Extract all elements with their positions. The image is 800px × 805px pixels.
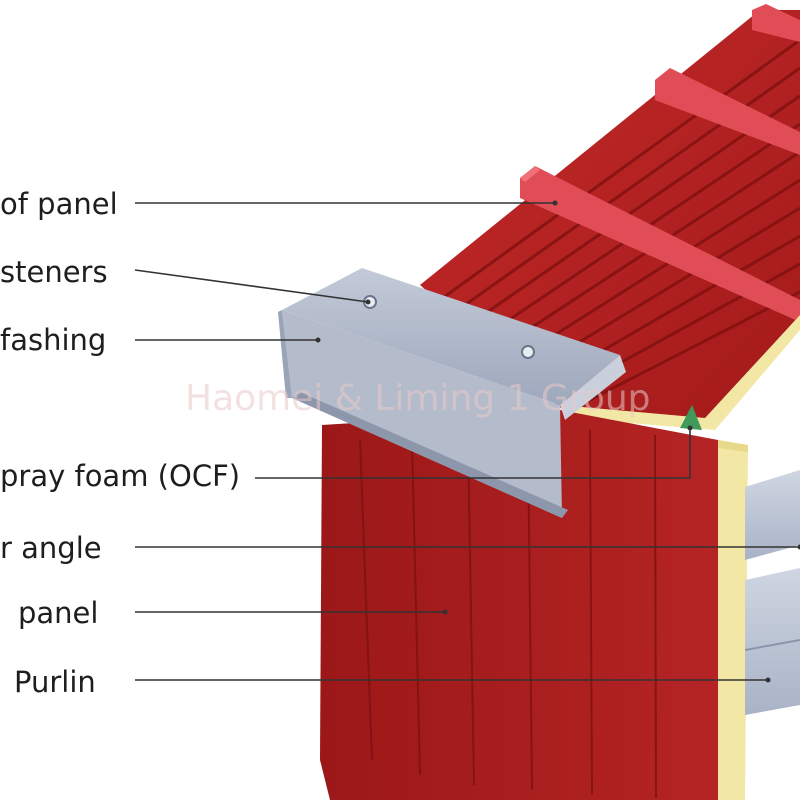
wall-foam-core <box>718 440 748 800</box>
label-spray-foam: pray foam (OCF) <box>0 462 240 491</box>
label-roof-panel: of panel <box>0 190 118 219</box>
leader-dot-flashing <box>316 338 321 343</box>
label-angle: r angle <box>0 534 102 563</box>
leader-dot-fasteners <box>366 300 371 305</box>
purlins <box>745 470 800 715</box>
watermark: Haomei & Liming 1 Group <box>185 378 651 419</box>
fastener-2 <box>522 346 534 358</box>
label-flashing: fashing <box>0 326 106 355</box>
label-fasteners: steners <box>0 258 108 287</box>
leader-dot-spray-foam <box>688 426 693 431</box>
leader-dot-wall-panel <box>443 610 448 615</box>
leader-dot-roof-panel <box>553 201 558 206</box>
label-purlin: Purlin <box>14 668 96 697</box>
label-wall-panel: panel <box>18 599 98 628</box>
leader-dot-purlin <box>766 678 771 683</box>
